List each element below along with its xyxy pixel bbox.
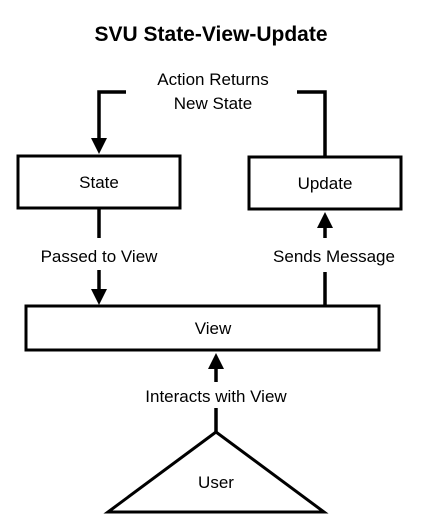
edge-update-to-state-left xyxy=(97,90,126,140)
node-update xyxy=(247,155,403,211)
edge-label-passed-to-view: Passed to View xyxy=(41,247,159,266)
edge-label-action-returns-line2: New State xyxy=(174,94,252,113)
node-user xyxy=(103,430,329,514)
edge-label-sends-message: Sends Message xyxy=(273,247,395,266)
node-view-label: View xyxy=(195,319,232,338)
node-view xyxy=(24,304,381,352)
node-state xyxy=(16,154,182,210)
node-user-label: User xyxy=(198,473,234,492)
edge-update-to-state-right xyxy=(297,90,327,160)
arrowhead-into-update xyxy=(317,212,333,228)
diagram-title: SVU State-View-Update xyxy=(95,23,328,46)
arrowhead-into-view-bottom xyxy=(208,353,224,369)
arrowhead-into-view-left xyxy=(91,289,107,305)
node-update-label: Update xyxy=(298,174,353,193)
edge-label-interacts-with-view: Interacts with View xyxy=(145,387,287,406)
arrowhead-into-state xyxy=(91,138,107,154)
edge-label-action-returns-line1: Action Returns xyxy=(157,70,269,89)
node-state-label: State xyxy=(79,173,119,192)
